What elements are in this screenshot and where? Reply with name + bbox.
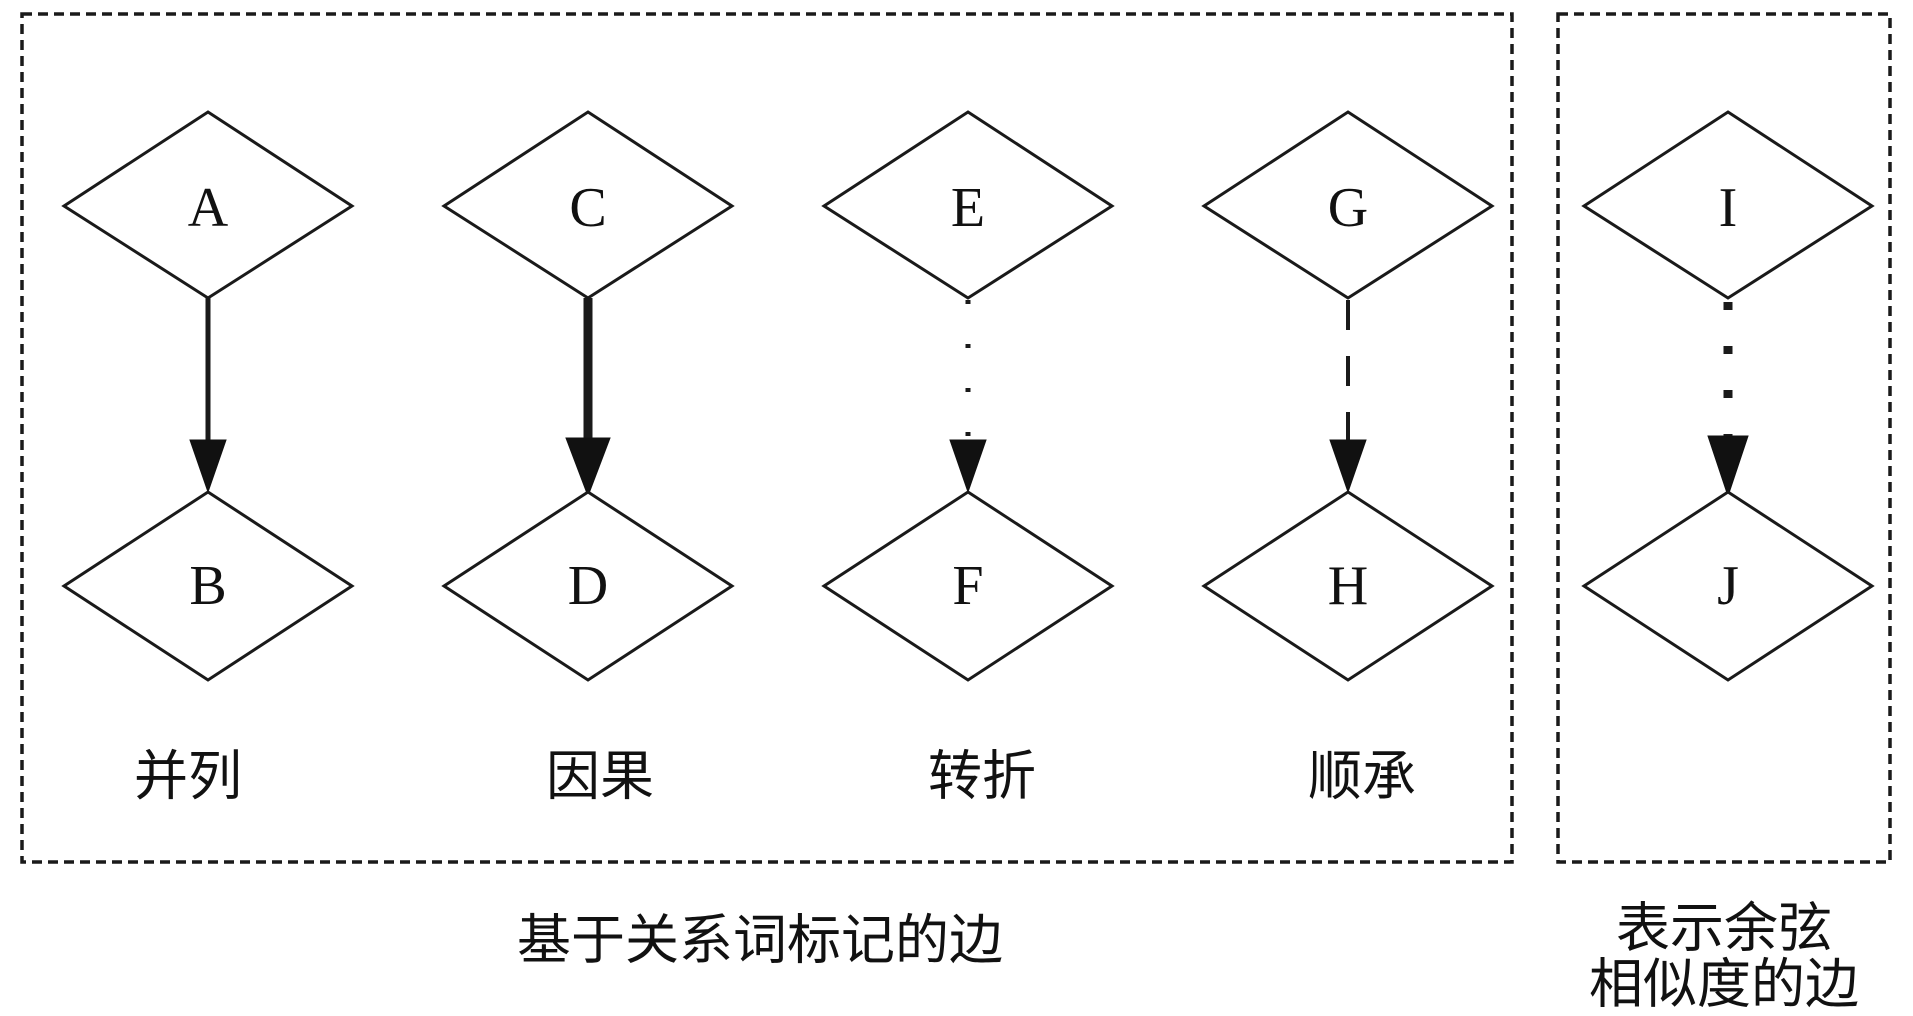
node-i-diamond: [1581, 110, 1875, 300]
edge-c-d-arrowhead: [565, 437, 611, 498]
node-f-diamond: [821, 490, 1115, 682]
node-g: G: [1201, 110, 1495, 300]
node-c: C: [441, 110, 735, 300]
node-i: I: [1581, 110, 1875, 300]
node-j: J: [1581, 490, 1875, 682]
relation-label-sequential: 顺承: [1308, 745, 1416, 808]
edge-e-f: [949, 300, 987, 494]
node-d: D: [441, 490, 735, 682]
edge-a-b: [189, 298, 227, 494]
node-a: A: [61, 110, 355, 300]
relation-label-adversative: 转折: [928, 745, 1036, 808]
node-c-diamond: [441, 110, 735, 300]
node-b-diamond: [61, 490, 355, 682]
node-d-diamond: [441, 490, 735, 682]
node-f: F: [821, 490, 1115, 682]
node-e-label: E: [951, 177, 985, 239]
node-h-diamond: [1201, 490, 1495, 682]
cosine-edges-caption-line1: 表示余弦: [1616, 897, 1832, 960]
edge-i-j-arrowhead: [1707, 435, 1749, 498]
edge-g-h-arrowhead: [1329, 439, 1367, 494]
cosine-edges-group-box: [1556, 12, 1892, 864]
node-h: H: [1201, 490, 1495, 682]
node-g-label: G: [1328, 177, 1368, 239]
node-g-diamond: [1201, 110, 1495, 300]
node-c-label: C: [569, 177, 606, 239]
edge-e-f-arrowhead: [949, 439, 987, 494]
node-i-label: I: [1719, 177, 1738, 239]
edge-a-b-arrowhead: [189, 439, 227, 494]
cosine-edges-caption-line2: 相似度的边: [1589, 953, 1859, 1016]
node-f-label: F: [952, 555, 983, 617]
node-e: E: [821, 110, 1115, 300]
node-b: B: [61, 490, 355, 682]
node-b-label: B: [189, 555, 226, 617]
node-d-label: D: [568, 555, 608, 617]
node-h-label: H: [1328, 555, 1368, 617]
relation-label-coordinate: 并列: [134, 745, 242, 808]
marker-edges-group-box: [20, 12, 1514, 864]
edge-g-h: [1329, 300, 1367, 494]
marker-edges-caption: 基于关系词标记的边: [517, 909, 1003, 972]
node-j-label: J: [1717, 555, 1739, 617]
node-a-label: A: [188, 177, 229, 239]
relation-label-causal: 因果: [546, 745, 654, 808]
node-e-diamond: [821, 110, 1115, 300]
edge-c-d: [565, 298, 611, 498]
edge-i-j: [1707, 302, 1749, 498]
node-a-diamond: [61, 110, 355, 300]
node-j-diamond: [1581, 490, 1875, 682]
